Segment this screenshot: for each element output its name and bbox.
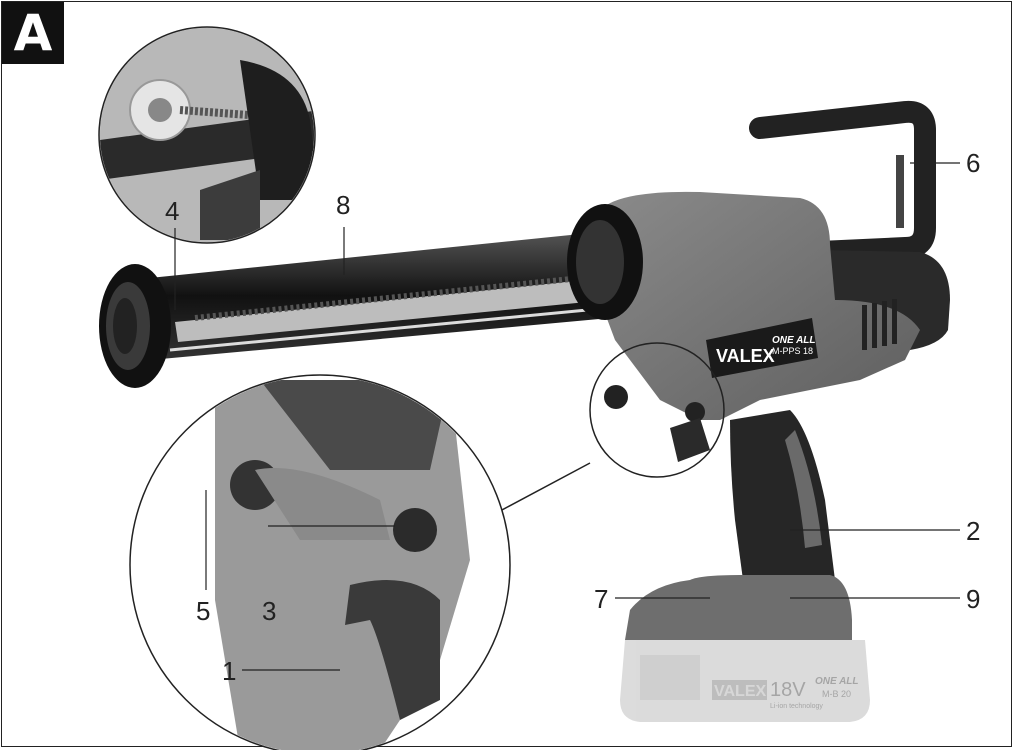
battery-series-text: ONE ALL	[815, 676, 859, 687]
inset-detail-plunger	[98, 26, 316, 244]
callout-number-4: 4	[165, 196, 180, 226]
body-series-text: ONE ALL	[772, 335, 816, 346]
battery-mount-base	[625, 575, 852, 640]
trigger-small	[604, 385, 710, 462]
body-model-text: M-PPS 18	[772, 346, 813, 356]
inset-detail-trigger	[129, 374, 511, 750]
callout-number-3: 3	[262, 596, 277, 626]
pistol-grip	[730, 410, 835, 595]
callout-number-9: 9	[966, 584, 981, 614]
gun-body	[600, 191, 920, 420]
callout-number-7: 7	[594, 584, 609, 614]
battery-brand-text: VALEX	[714, 683, 766, 700]
rear-handle-loop	[749, 100, 936, 263]
front-end-cap	[99, 264, 171, 388]
brand-label-plate	[706, 318, 818, 378]
callout-number-6: 6	[966, 148, 981, 178]
cartridge-barrel	[130, 232, 610, 360]
callout-number-8: 8	[336, 190, 351, 220]
battery-voltage-text: 18V	[770, 679, 806, 701]
panel-letter-badge: A	[2, 2, 64, 64]
callout-number-2: 2	[966, 516, 981, 546]
body-brand-text: VALEX	[716, 346, 775, 366]
battery-model-text: M-B 20	[822, 689, 851, 699]
callout-number-5: 5	[196, 596, 211, 626]
callout-number-1: 1	[222, 656, 237, 686]
callout-leader-lines	[174, 162, 960, 671]
battery-tech-text: Li-ion technology	[770, 703, 823, 710]
trigger-area-marker	[589, 342, 725, 478]
battery-pack-faded	[620, 640, 870, 722]
rear-end-cap	[567, 204, 643, 320]
